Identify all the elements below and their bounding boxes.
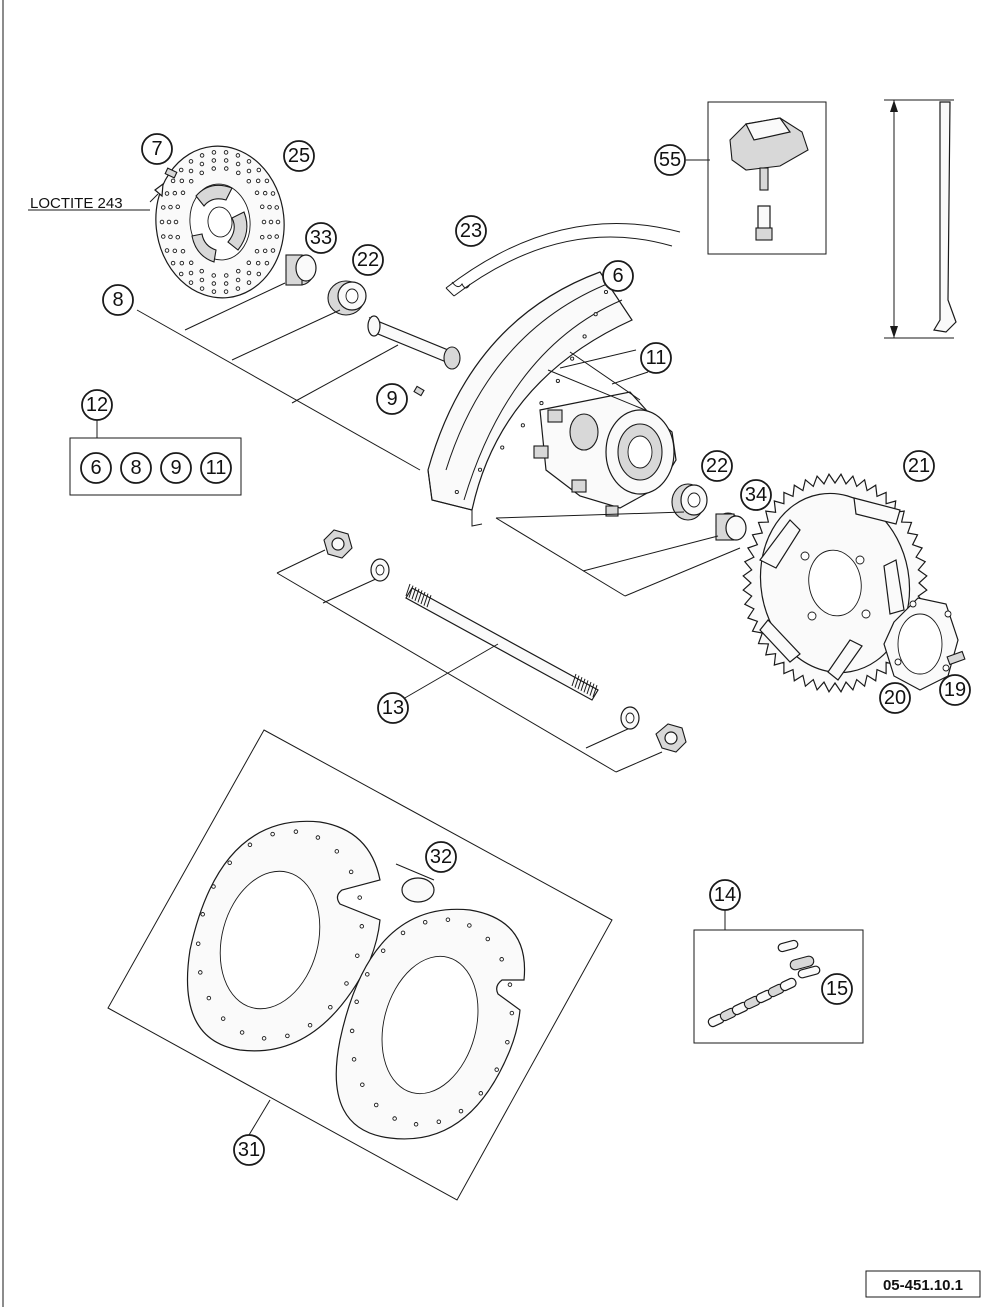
svg-text:55: 55	[659, 149, 681, 171]
leader-lines-hub	[495, 511, 741, 597]
svg-text:6: 6	[612, 265, 623, 287]
callout-34: 34	[740, 479, 772, 511]
axle-nut-lower-drawing	[655, 723, 687, 753]
callout-13: 13	[377, 692, 409, 724]
callout-19: 19	[939, 674, 971, 706]
kit-12-item-6: 6	[80, 452, 112, 484]
spacer-33-drawing	[285, 254, 317, 286]
svg-text:7: 7	[151, 138, 162, 160]
kit-12-item-11: 11	[200, 452, 232, 484]
svg-text:8: 8	[130, 457, 141, 479]
kit-12-item-8: 8	[120, 452, 152, 484]
callout-15: 15	[821, 973, 853, 1005]
svg-text:11: 11	[646, 347, 667, 369]
axle-nut-upper-drawing	[323, 529, 353, 559]
svg-text:15: 15	[826, 978, 848, 1000]
callout-31: 31	[233, 1134, 265, 1166]
drawing-ref-box	[865, 1270, 981, 1298]
cable-tie-32-drawing	[395, 863, 435, 903]
callout-22-lower: 22	[701, 450, 733, 482]
spoke-drawing	[884, 99, 957, 339]
svg-text:21: 21	[908, 455, 930, 477]
washer-lower-drawing	[620, 706, 640, 730]
drawing-ref-text: 05-451.10.1	[883, 1277, 963, 1294]
screw-19-drawing	[946, 650, 966, 666]
leader-line-31	[248, 1099, 271, 1136]
callout-12: 12	[81, 389, 113, 421]
svg-text:9: 9	[386, 388, 397, 410]
sprocket-21-drawing	[742, 473, 928, 693]
rim-band-23-drawing	[445, 223, 681, 297]
spacer-34-drawing	[715, 512, 747, 541]
callout-20: 20	[879, 682, 911, 714]
loctite-note: LOCTITE 243	[28, 195, 150, 212]
kit-12-box	[69, 437, 242, 496]
svg-text:9: 9	[170, 457, 181, 479]
disc-screw-drawing	[149, 167, 178, 203]
svg-text:25: 25	[288, 145, 310, 167]
brake-pad-sheet-box	[107, 729, 613, 1201]
callout-8: 8	[102, 284, 134, 316]
callout-22-upper: 22	[352, 244, 384, 276]
svg-text:6: 6	[90, 457, 101, 479]
washer-upper-drawing	[370, 558, 390, 582]
svg-text:23: 23	[460, 220, 482, 242]
callout-14: 14	[709, 879, 741, 911]
svg-text:14: 14	[714, 884, 736, 906]
callout-9: 9	[376, 383, 408, 415]
svg-text:13: 13	[382, 697, 404, 719]
svg-text:12: 12	[86, 394, 108, 416]
lock-plate-20-drawing	[883, 597, 959, 691]
chain-kit-box	[693, 929, 864, 1044]
svg-text:31: 31	[238, 1139, 260, 1161]
kit-12-item-9: 9	[160, 452, 192, 484]
chain-drawing	[707, 939, 821, 1028]
svg-text:8: 8	[112, 289, 123, 311]
leader-lines-11	[559, 349, 649, 385]
callout-21: 21	[903, 450, 935, 482]
valve-cap-drawing	[729, 117, 809, 241]
svg-text:11: 11	[206, 457, 227, 479]
svg-text:19: 19	[944, 679, 966, 701]
callout-55: 55	[654, 144, 686, 176]
svg-text:22: 22	[706, 455, 728, 477]
bearing-22-upper-drawing	[327, 280, 367, 316]
gasket-left-drawing	[186, 820, 381, 1052]
svg-text:32: 32	[430, 846, 452, 868]
valve-kit-box	[707, 101, 827, 255]
gasket-right-drawing	[335, 908, 526, 1140]
callout-23: 23	[455, 215, 487, 247]
loctite-label: LOCTITE 243	[30, 195, 123, 212]
axle-13-drawing	[276, 549, 663, 773]
callout-6: 6	[602, 260, 634, 292]
svg-text:33: 33	[310, 227, 332, 249]
distance-sleeve-drawing	[367, 315, 461, 370]
callout-25: 25	[283, 140, 315, 172]
wheel-rim-6-drawing	[427, 271, 633, 527]
brake-disc-drawing	[155, 145, 285, 299]
svg-text:34: 34	[745, 484, 767, 506]
leader-lines-8	[136, 282, 421, 471]
callout-32: 32	[425, 841, 457, 873]
nipple-9-drawing	[413, 385, 425, 397]
svg-text:22: 22	[357, 249, 379, 271]
svg-text:20: 20	[884, 687, 906, 709]
callout-7: 7	[141, 133, 173, 165]
callout-33: 33	[305, 222, 337, 254]
callout-11: 11	[640, 342, 672, 374]
bearing-22-lower-drawing	[671, 483, 708, 521]
wheel-hub-drawing	[533, 351, 677, 517]
